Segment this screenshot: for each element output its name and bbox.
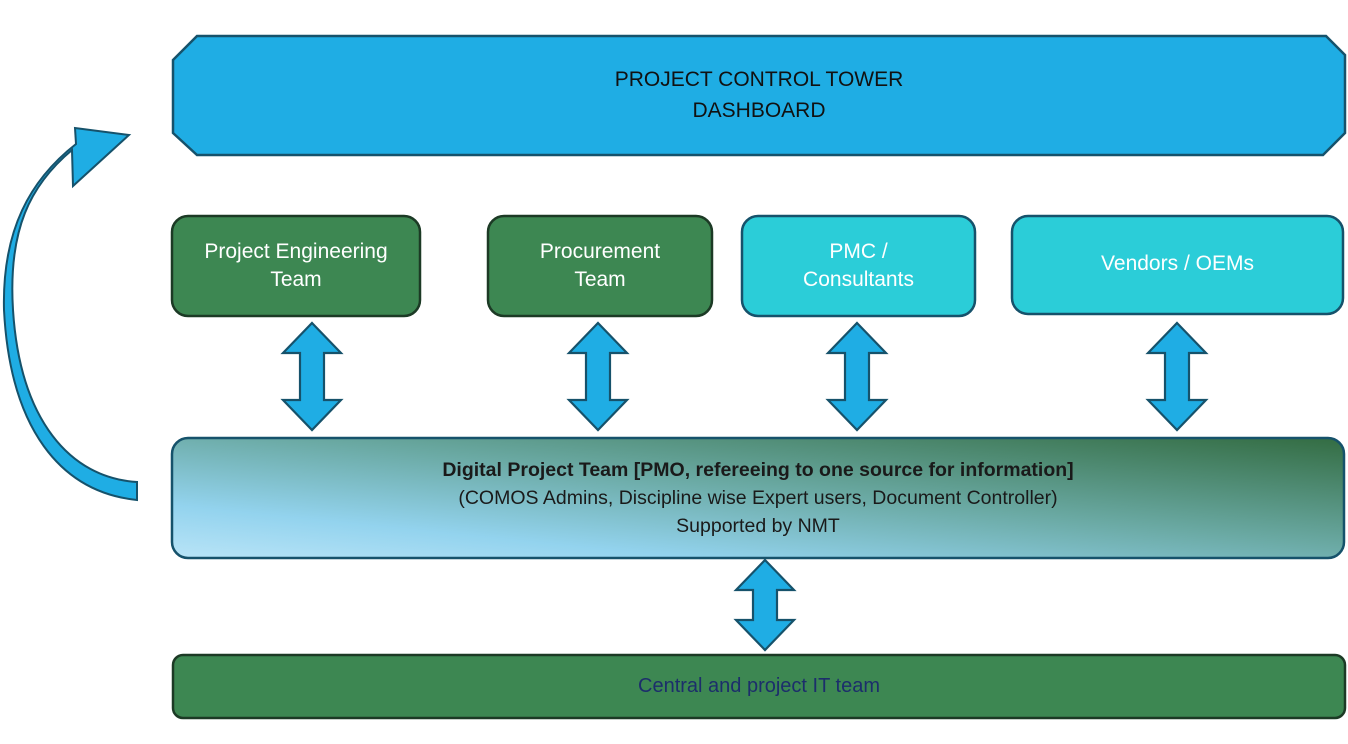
double-arrow-engineering (280, 321, 344, 432)
team-box-procurement (486, 214, 714, 318)
team-label-line1: PMC / (829, 239, 888, 263)
digital-subtitle: (COMOS Admins, Discipline wise Expert us… (458, 486, 1058, 509)
dashboard-title-line2: DASHBOARD (692, 98, 826, 122)
double-arrow-procurement (566, 321, 630, 432)
team-label-vendors: Vendors / OEMs (1012, 214, 1343, 314)
it-team-box (171, 653, 1347, 720)
team-label-line2: Team (574, 268, 626, 291)
digital-project-team-text: Digital Project Team [PMO, refereeing to… (172, 440, 1344, 556)
double-arrow-it (733, 558, 797, 652)
team-label-line2: Consultants (803, 268, 914, 291)
feedback-curved-arrow (2, 126, 138, 502)
digital-project-team-box (170, 436, 1346, 560)
dashboard-box (171, 34, 1347, 157)
dashboard-title-line1: PROJECT CONTROL TOWER (614, 68, 904, 92)
team-box-pmc (740, 214, 977, 318)
team-box-project-engineering (170, 214, 422, 318)
team-label-line1: Project Engineering (204, 239, 388, 263)
digital-support: Supported by NMT (676, 515, 840, 538)
team-box-vendors (1010, 214, 1345, 316)
team-label-line1: Vendors / OEMs (1101, 251, 1254, 275)
digital-title: Digital Project Team [PMO, refereeing to… (442, 458, 1074, 481)
team-label-line1: Procurement (539, 239, 661, 263)
dashboard-title: PROJECT CONTROL TOWER DASHBOARD (173, 36, 1345, 155)
team-label-procurement: Procurement Team (488, 216, 712, 316)
it-team-label-text: Central and project IT team (638, 675, 880, 697)
team-label-pmc: PMC / Consultants (742, 216, 975, 316)
team-label-project-engineering: Project Engineering Team (172, 216, 420, 316)
double-arrow-pmc (825, 321, 889, 432)
team-label-line2: Team (270, 268, 322, 291)
it-team-label: Central and project IT team (173, 655, 1345, 718)
double-arrow-vendors (1145, 321, 1209, 432)
